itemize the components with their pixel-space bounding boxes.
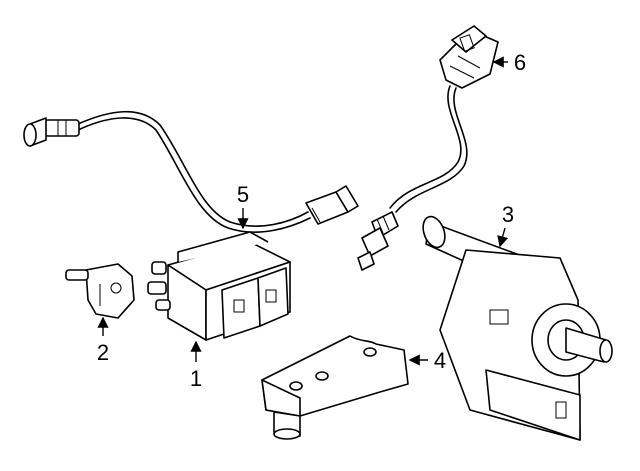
- callout-numbers: 1 2 3 4 5 6: [97, 50, 526, 391]
- pressure-sensor[interactable]: [65, 263, 135, 319]
- egr-valve-bracket[interactable]: [419, 214, 613, 441]
- callout-6: 6: [514, 50, 526, 75]
- oxygen-sensor-front[interactable]: [357, 25, 499, 271]
- leader-3: [497, 227, 509, 248]
- mounting-bracket[interactable]: [261, 335, 409, 440]
- callout-4: 4: [434, 348, 446, 373]
- oxygen-sensor-rear[interactable]: [23, 110, 359, 233]
- callout-5: 5: [237, 182, 249, 207]
- callout-1: 1: [190, 366, 202, 391]
- callout-leaders: [97, 56, 509, 366]
- callout-2: 2: [97, 340, 109, 365]
- callout-3: 3: [502, 202, 514, 227]
- canister-purge-assembly[interactable]: [147, 231, 291, 341]
